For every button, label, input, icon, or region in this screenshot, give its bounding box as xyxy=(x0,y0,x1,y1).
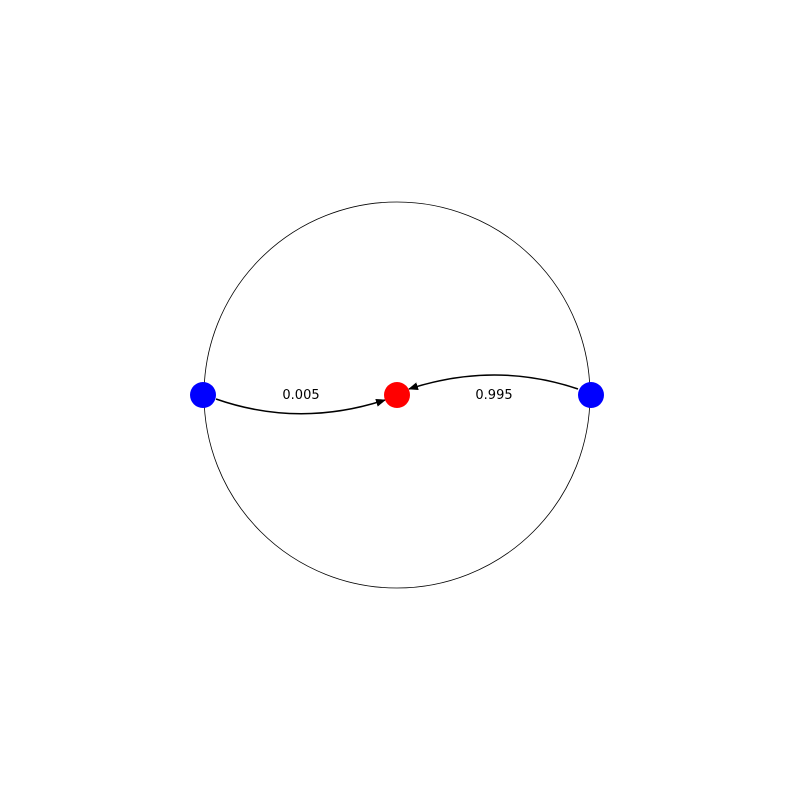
node-center xyxy=(384,382,410,408)
node-right xyxy=(578,382,604,408)
edge-left-to-center xyxy=(215,398,386,415)
edge-right-to-center xyxy=(408,374,579,391)
node-left xyxy=(190,382,216,408)
edge-label-right: 0.995 xyxy=(475,388,512,403)
edge-label-left: 0.005 xyxy=(282,388,319,403)
